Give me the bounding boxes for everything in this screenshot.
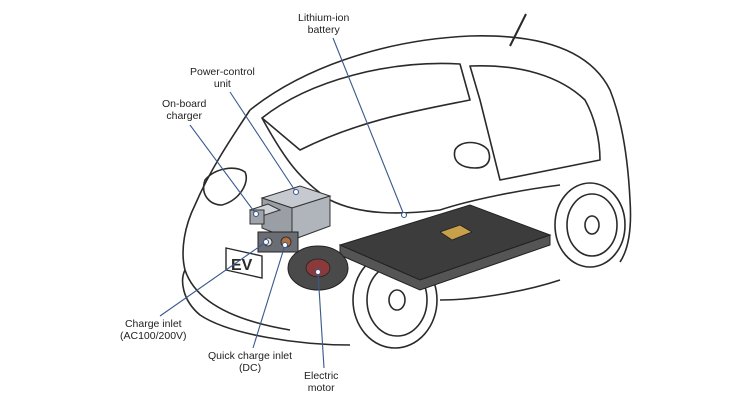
label-electric-motor: Electric motor bbox=[304, 370, 338, 394]
label-quick-line2: (DC) bbox=[238, 362, 262, 374]
label-pcu-line2: unit bbox=[213, 78, 231, 90]
electric-motor bbox=[287, 245, 349, 291]
plate-text: EV bbox=[231, 257, 253, 274]
label-pcu-line1: Power-control bbox=[190, 66, 255, 78]
leader-motor bbox=[317, 271, 325, 369]
leader-charger bbox=[189, 124, 257, 215]
label-onboard-charger: On-board charger bbox=[162, 98, 206, 122]
license-plate: EV bbox=[225, 247, 263, 279]
leader-inlet bbox=[159, 241, 267, 317]
label-quick-line1: Quick charge inlet bbox=[208, 350, 293, 362]
label-charge-inlet: Charge inlet (AC100/200V) bbox=[120, 318, 187, 342]
label-battery-line2: battery bbox=[307, 24, 340, 36]
leader-battery bbox=[332, 37, 405, 216]
charge-inlet-unit bbox=[257, 231, 299, 253]
label-motor-line2: motor bbox=[307, 382, 335, 394]
label-inlet-line2: (AC100/200V) bbox=[120, 330, 187, 342]
leader-lines bbox=[159, 37, 408, 369]
battery-pack bbox=[338, 204, 552, 291]
label-battery: Lithium-ion battery bbox=[298, 12, 349, 36]
label-power-control-unit: Power-control unit bbox=[190, 66, 255, 90]
label-inlet-line1: Charge inlet bbox=[124, 318, 182, 330]
label-charger-line1: On-board bbox=[162, 98, 207, 110]
label-quick-charge-inlet: Quick charge inlet (DC) bbox=[208, 350, 292, 374]
car-body bbox=[181, 13, 632, 346]
leader-pcu bbox=[229, 91, 297, 193]
label-battery-line1: Lithium-ion bbox=[298, 12, 350, 24]
label-charger-line2: charger bbox=[166, 110, 202, 122]
label-motor-line1: Electric bbox=[304, 370, 339, 382]
rear-wheel bbox=[554, 182, 626, 268]
leader-quick bbox=[252, 244, 286, 349]
